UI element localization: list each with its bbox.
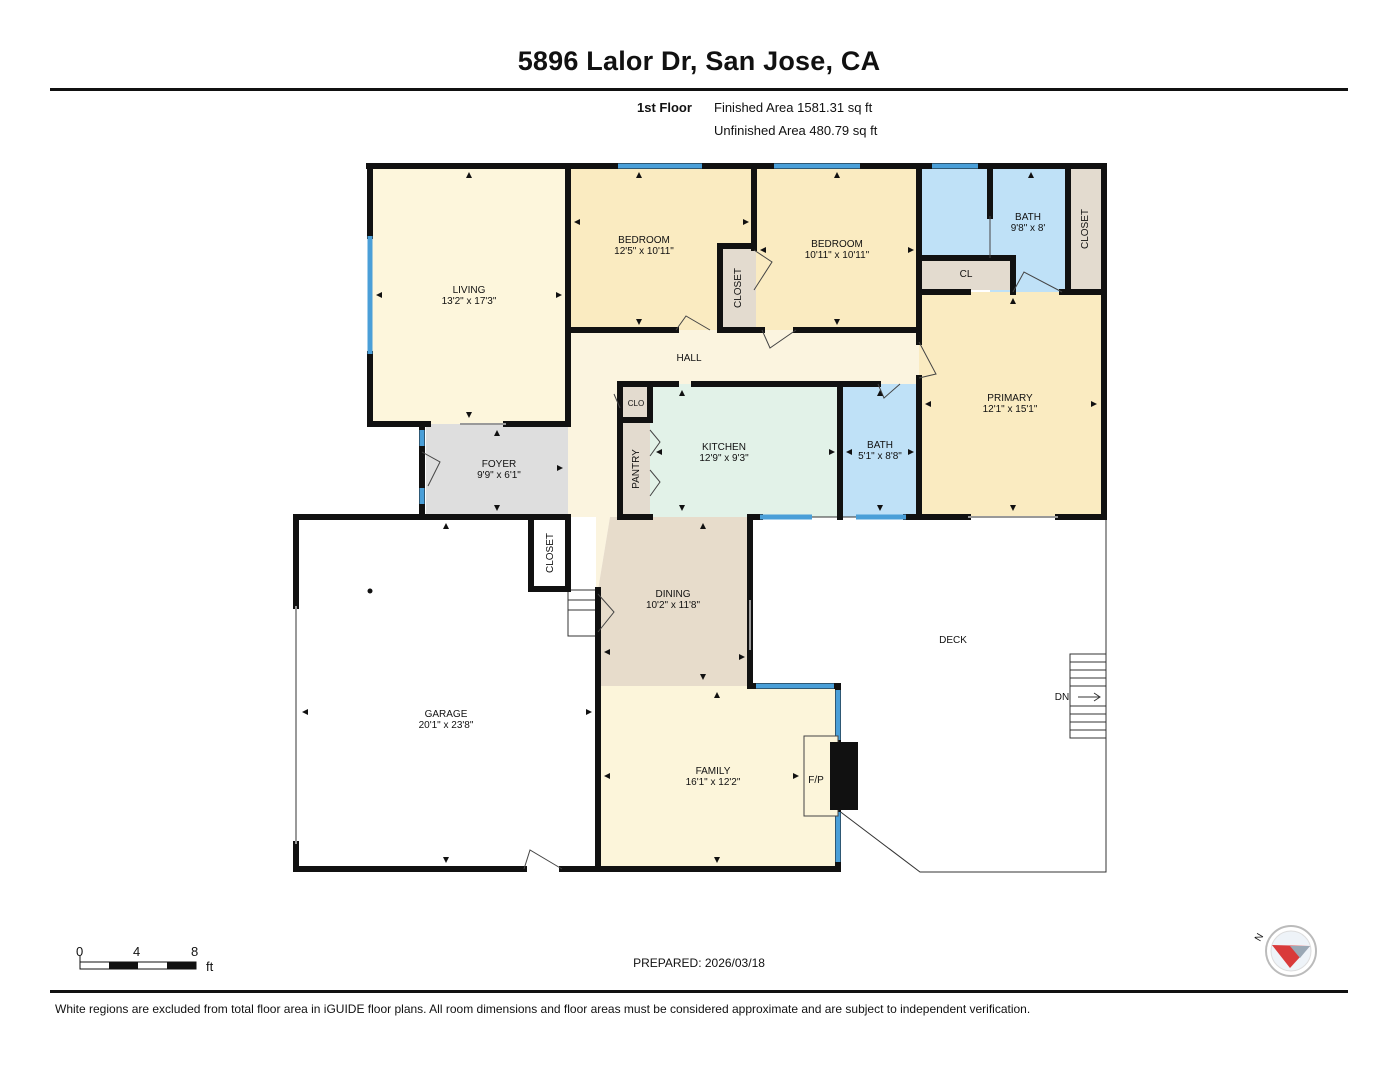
closet-bedroom-label: CLOSET <box>733 268 744 308</box>
bedroom2-label: BEDROOM <box>811 239 863 250</box>
footer-rule <box>50 990 1348 993</box>
living-dims: 13'2" x 17'3" <box>442 296 497 307</box>
garage <box>296 517 596 869</box>
closet-upper <box>1068 166 1103 292</box>
primary-label: PRIMARY <box>987 393 1033 404</box>
disclaimer: White regions are excluded from total fl… <box>55 1002 1031 1016</box>
foyer-dims: 9'9" x 6'1" <box>477 470 521 481</box>
bath-upper-label: BATH <box>1015 212 1041 223</box>
deck-stairs <box>1069 653 1107 739</box>
floor-name: 1st Floor <box>637 100 692 115</box>
scale-label-0: 0 <box>76 944 84 959</box>
garage-dims: 20'1" x 23'8" <box>419 720 474 731</box>
bath-lower <box>840 384 919 517</box>
bath-upper-left <box>919 166 990 258</box>
kitchen-label: KITCHEN <box>702 442 746 453</box>
scale-bar <box>79 956 197 970</box>
family-dims: 16'1" x 12'2" <box>686 777 741 788</box>
dining-dims: 10'2" x 11'8" <box>646 600 701 611</box>
dining-label: DINING <box>656 589 691 600</box>
deck-label: DECK <box>939 635 967 646</box>
primary-room <box>919 292 1103 517</box>
hall-label: HALL <box>676 353 701 364</box>
closet-bedroom <box>720 246 756 330</box>
page-title: 5896 Lalor Dr, San Jose, CA <box>517 46 881 76</box>
family-room <box>598 686 838 869</box>
closet-foyer-label: CLOSET <box>545 533 556 573</box>
compass-icon: N <box>1253 925 1317 977</box>
compass-north-label: N <box>1253 932 1266 944</box>
bedroom-2 <box>754 166 919 330</box>
garage-label: GARAGE <box>425 709 468 720</box>
bath-lower-dims: 5'1" x 8'8" <box>858 451 902 462</box>
windows <box>367 163 978 862</box>
kitchen-dims: 12'9" x 9'3" <box>699 453 749 464</box>
pantry-label: PANTRY <box>631 449 642 489</box>
bath-upper-dims: 9'8" x 8' <box>1011 223 1046 234</box>
scale-label-4: 4 <box>133 944 141 959</box>
primary-dims: 12'1" x 15'1" <box>983 404 1038 415</box>
bedroom1-dims: 12'5" x 10'11" <box>614 246 674 257</box>
doors <box>421 216 1063 870</box>
clo-label: CLO <box>628 399 644 408</box>
fireplace-label: F/P <box>808 775 824 786</box>
dining <box>598 517 750 686</box>
pantry <box>620 420 650 517</box>
living-room <box>370 166 568 424</box>
unfinished-area: Unfinished Area 480.79 sq ft <box>714 123 878 138</box>
kitchen <box>650 384 840 517</box>
living-label: LIVING <box>453 285 486 296</box>
closet-upper-label: CLOSET <box>1080 209 1091 249</box>
walls <box>293 163 1107 872</box>
garage-marker <box>367 588 373 594</box>
bath-lower-label: BATH <box>867 440 893 451</box>
foyer <box>426 424 568 517</box>
hall <box>568 330 920 384</box>
bedroom2-dims: 10'11" x 10'11" <box>805 250 870 261</box>
scale-label-8: 8 <box>191 944 199 959</box>
header-rule <box>50 88 1348 91</box>
prepared-date: PREPARED: 2026/03/18 <box>633 956 765 970</box>
family-label: FAMILY <box>696 766 731 777</box>
stairs-label: DN <box>1055 692 1069 703</box>
cl-label: CL <box>960 269 973 280</box>
cl-closet <box>921 258 1013 290</box>
clo-closet <box>620 384 650 420</box>
foyer-label: FOYER <box>482 459 516 470</box>
bedroom1-label: BEDROOM <box>618 235 670 246</box>
sliding-doors <box>295 423 1058 844</box>
fireplace <box>803 735 858 817</box>
finished-area: Finished Area 1581.31 sq ft <box>714 100 873 115</box>
dimension-ticks <box>302 172 1097 863</box>
scale-unit: ft <box>206 959 214 974</box>
